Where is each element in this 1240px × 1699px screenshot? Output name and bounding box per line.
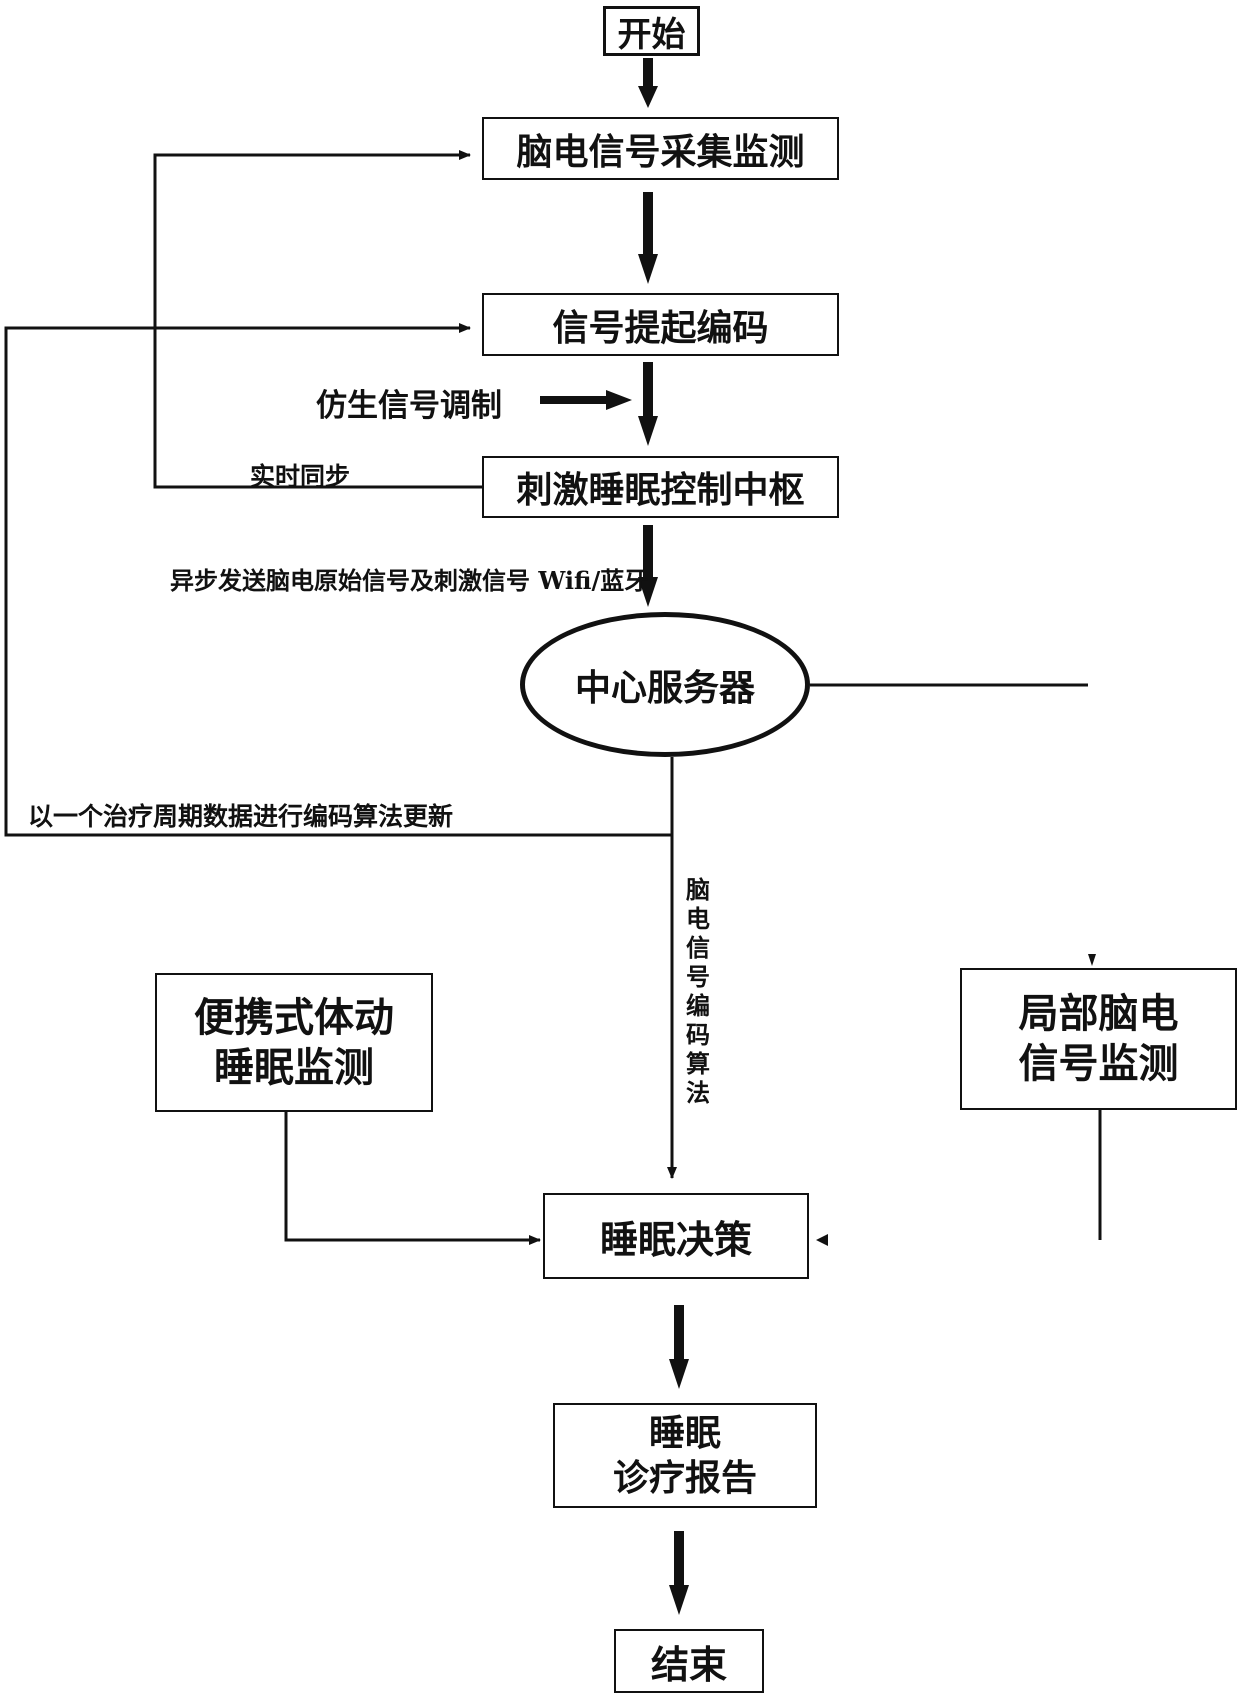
end-node: 结束 <box>614 1629 764 1693</box>
sleep-report-node: 睡眠 诊疗报告 <box>553 1403 817 1508</box>
stimulation-control-node: 刺激睡眠控制中枢 <box>482 456 839 518</box>
bionic-modulation-label: 仿生信号调制 <box>316 380 502 425</box>
local-eeg-monitor-node: 局部脑电 信号监测 <box>960 968 1237 1110</box>
realtime-sync-label: 实时同步 <box>250 457 350 493</box>
portable-sleep-monitor-node: 便携式体动 睡眠监测 <box>155 973 433 1112</box>
eeg-algorithm-vertical-label: 脑电信号编码算法 <box>683 875 713 1107</box>
eeg-acquisition-node: 脑电信号采集监测 <box>482 117 839 180</box>
central-server-node: 中心服务器 <box>520 612 810 757</box>
cycle-update-label: 以一个治疗周期数据进行编码算法更新 <box>28 797 453 833</box>
start-node: 开始 <box>603 6 700 56</box>
async-send-label: 异步发送脑电原始信号及刺激信号 Wifi/蓝牙 <box>170 561 648 596</box>
signal-encoding-node: 信号提起编码 <box>482 293 839 356</box>
sleep-decision-node: 睡眠决策 <box>543 1193 809 1279</box>
